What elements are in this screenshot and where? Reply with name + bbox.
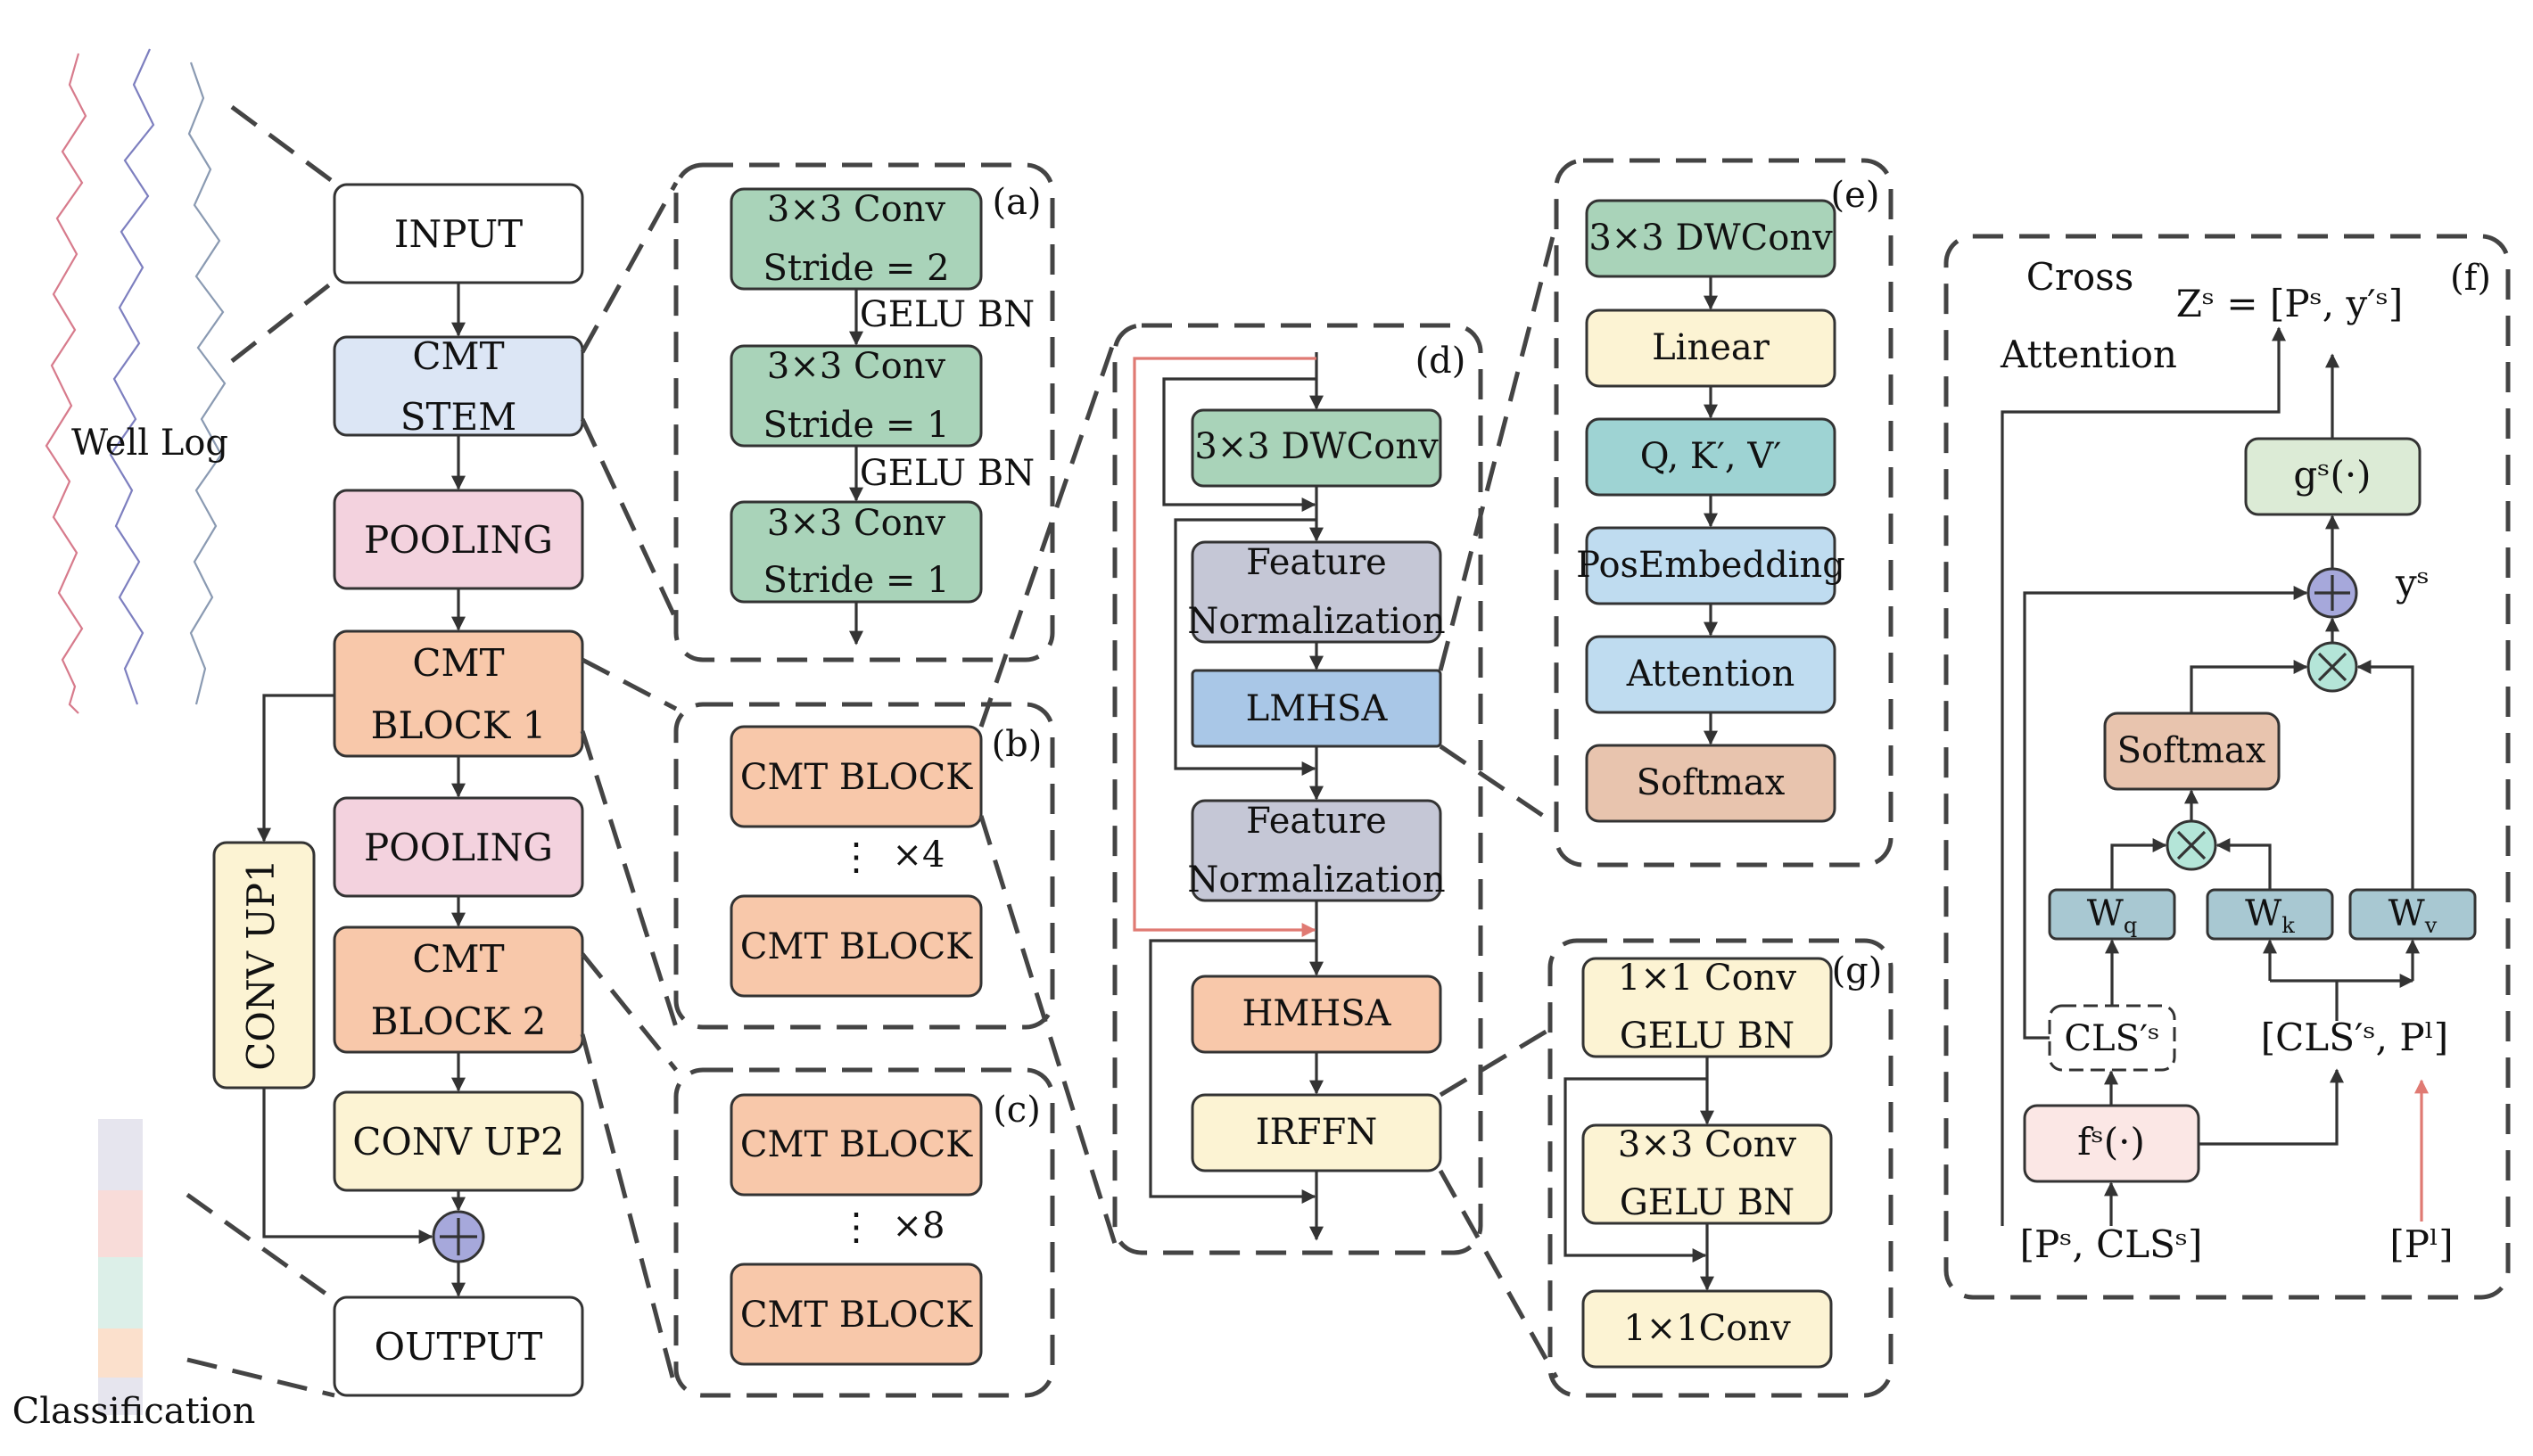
g-conv1x1-b: 1×1Conv [1623,1308,1791,1349]
panel-c-block2: (c) CMT BLOCK ⋮ ×8 CMT BLOCK [673,1067,1055,1398]
cmt-block1-label-2: BLOCK 1 [371,703,547,747]
input-label: INPUT [394,212,523,256]
output-box [333,1296,584,1397]
cmt-block1-label-1: CMT [412,641,504,685]
f-title-2: Attention [2000,333,2177,376]
c-dots: ⋮ [837,1205,875,1248]
conv-up2-label: CONV UP2 [352,1120,564,1164]
well-log-red-trace [45,53,87,714]
f-title-1: Cross [2026,255,2134,299]
a-gelu-bn-2: GELU BN [860,453,1035,494]
g-gelu-bn-1: GELU BN [1620,1016,1795,1057]
output-label: OUTPUT [375,1325,543,1369]
g-gelu-bn-2: GELU BN [1620,1182,1795,1223]
d-lmhsa: LMHSA [1246,688,1389,729]
g-conv3x3: 3×3 Conv [1618,1124,1797,1165]
f-output-eq: Zˢ = [Pˢ, y′ˢ] [2176,282,2404,325]
d-hmhsa: HMHSA [1242,993,1391,1034]
d-normalization-2: Normalization [1187,860,1445,901]
e-attention: Attention [1626,654,1795,695]
f-pl-input: [Pˡ] [2389,1222,2453,1266]
d-feature-2: Feature [1246,801,1387,842]
f-cls-pl: [CLS′ˢ, Pˡ] [2261,1016,2448,1059]
b-dots: ⋮ [837,835,875,878]
d-dwconv: 3×3 DWConv [1194,426,1439,467]
d-irffn: IRFFN [1256,1112,1377,1153]
c-cmt-block-2: CMT BLOCK [740,1295,973,1336]
panel-d-cmt-block: (d) 3×3 DWConv Feature Normalization LMH… [1112,323,1483,1255]
classification-label: Classification [12,1391,256,1432]
well-log-signal [45,48,227,714]
pooling-label-2: POOLING [364,826,553,869]
cmt-stem-label-1: CMT [412,334,504,378]
panel-c-tag: (c) [993,1090,1041,1131]
e-posembedding: PosEmbedding [1576,545,1845,586]
b-cmt-block-1: CMT BLOCK [740,757,973,798]
well-log-purple-trace [109,48,155,705]
panel-g-tag: (g) [1832,950,1883,991]
panel-e-lmhsa: (e) 3×3 DWConv Linear Q, K′, V′ PosEmbed… [1554,158,1894,868]
a-conv-1: 3×3 Conv [767,189,946,230]
panel-b-block1: (b) CMT BLOCK ⋮ ×4 CMT BLOCK [673,702,1055,1030]
a-gelu-bn-1: GELU BN [860,294,1035,335]
panel-a-tag: (a) [992,182,1041,223]
f-cls-token: CLS′ˢ [2064,1018,2159,1059]
cmt-block2-label-1: CMT [412,937,504,981]
d-feature-1: Feature [1246,542,1387,583]
panel-b-tag: (b) [992,724,1043,765]
e-dwconv: 3×3 DWConv [1588,218,1833,259]
panel-d-tag: (d) [1415,341,1466,382]
a-stride-2: Stride = 1 [763,405,949,446]
b-repeat: ×4 [893,835,945,876]
panel-f-cross-attention: (f) Cross Attention Zˢ = [Pˢ, y′ˢ] gˢ(·)… [1943,234,2511,1300]
conv-up1-label: CONV UP1 [239,859,283,1070]
classification-bar [98,1119,143,1415]
f-y-label: yˢ [2395,561,2430,605]
panel-a-stem: (a) 3×3 Conv Stride = 2 3×3 Conv Stride … [673,162,1055,662]
c-repeat: ×8 [893,1205,945,1246]
a-stride-3: Stride = 1 [763,560,949,601]
f-input: [Pˢ, CLSˢ] [2020,1222,2203,1266]
e-linear: Linear [1652,327,1770,368]
cmt-block2-label-2: BLOCK 2 [371,999,547,1043]
e-qkv: Q, K′, V′ [1640,436,1782,477]
f-softmax: Softmax [2117,730,2266,771]
a-stride-1: Stride = 2 [763,248,949,289]
f-f-function: fˢ(·) [2077,1120,2145,1164]
well-log-label: Well Log [71,423,228,464]
panel-f-tag: (f) [2450,258,2491,299]
g-conv1x1-a: 1×1 Conv [1618,958,1797,999]
cmt-stem-label-2: STEM [400,395,516,439]
panel-e-tag: (e) [1831,175,1880,216]
b-cmt-block-2: CMT BLOCK [740,926,973,967]
well-log-gray-trace [187,62,227,705]
c-cmt-block-1: CMT BLOCK [740,1124,973,1165]
main-pipeline: INPUT CMT STEM POOLING CMT BLOCK 1 POOLI… [212,183,584,1397]
pooling-label-1: POOLING [364,518,553,562]
a-conv-3: 3×3 Conv [767,503,946,544]
a-conv-2: 3×3 Conv [767,346,946,387]
d-normalization-1: Normalization [1187,601,1445,642]
e-softmax: Softmax [1637,762,1786,803]
f-g-function: gˢ(·) [2293,453,2371,497]
panel-g-irffn: (g) 1×1 Conv GELU BN 3×3 Conv GELU BN 1×… [1547,938,1894,1398]
